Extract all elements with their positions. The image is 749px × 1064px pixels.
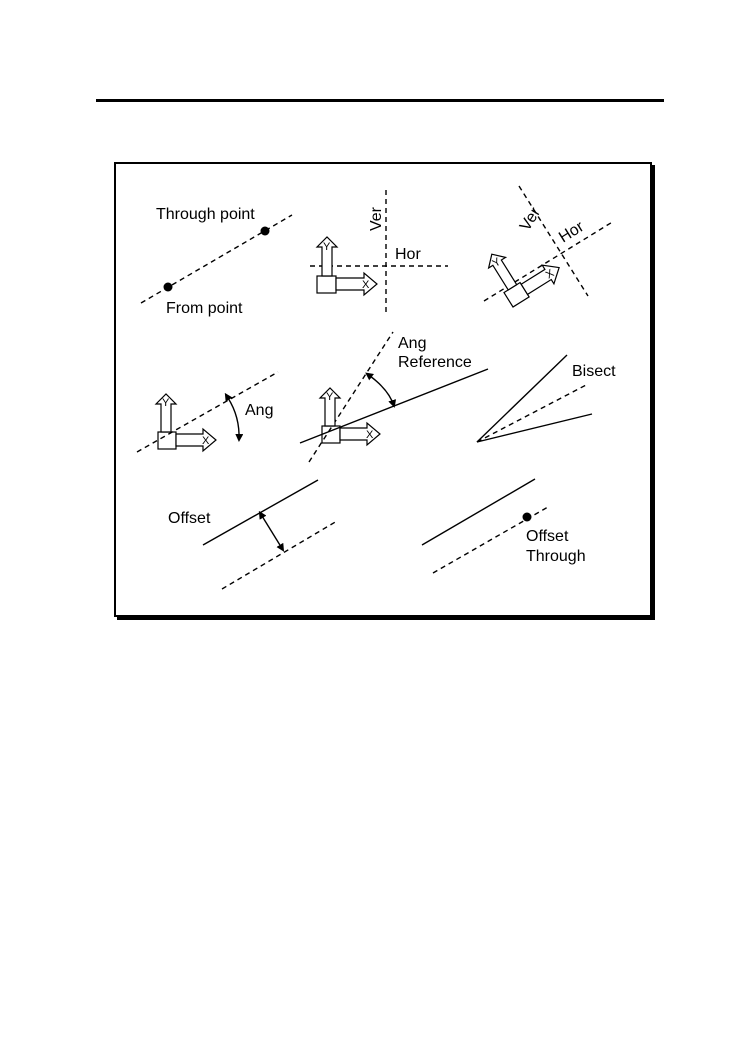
x-axis-label: X	[362, 279, 370, 291]
x-axis-arrow	[175, 427, 217, 453]
bisect-line-lower	[476, 413, 593, 443]
through-point-marker	[260, 226, 270, 236]
x-axis-label: X	[366, 429, 374, 441]
y-axis-arrow	[154, 393, 178, 433]
bisect-panel: Bisect	[476, 354, 616, 443]
y-axis-arrow	[315, 236, 339, 277]
header-rule	[96, 99, 664, 102]
rotated-ver-label: Ver	[517, 204, 544, 234]
angled-construction-line	[308, 331, 394, 463]
rotated-hor-label: Hor	[556, 218, 587, 246]
ver-label: Ver	[368, 206, 385, 231]
angle-arc	[365, 372, 397, 408]
angle-arc	[224, 392, 244, 442]
offset-construction-line	[221, 520, 338, 590]
bisector-construction-line	[476, 383, 589, 443]
offset-through-panel: Offset Through	[421, 478, 586, 574]
y-axis-label: Y	[162, 397, 170, 409]
rotated-horizontal-line	[483, 220, 615, 302]
offset-panel: Offset	[168, 479, 338, 590]
construction-line-dashed	[140, 214, 293, 304]
ang-reference-label-line2: Reference	[398, 354, 472, 371]
offset-distance-arrow	[258, 510, 285, 552]
offset-through-label-line2: Through	[526, 548, 586, 565]
bisect-line-upper	[476, 354, 568, 443]
ang-panel: Ang Y X	[136, 371, 279, 453]
through-point-label: Through point	[156, 206, 255, 223]
y-axis-label: Y	[323, 241, 331, 253]
through-point-marker	[522, 512, 532, 522]
through-point-panel: Through point From point	[140, 206, 293, 317]
angled-construction-line	[136, 371, 279, 453]
x-axis-arrow	[335, 271, 378, 297]
from-point-marker	[163, 282, 173, 292]
ang-label: Ang	[245, 402, 273, 419]
reference-line	[421, 478, 536, 546]
hor-label: Hor	[395, 246, 421, 263]
ang-reference-label-line1: Ang	[398, 335, 426, 352]
reference-line	[202, 479, 319, 546]
rotated-vertical-line	[518, 185, 589, 297]
xy-axes-icon: Y X	[315, 236, 378, 297]
xy-axes-icon: Y X	[318, 387, 381, 447]
ver-hor-panel: Ver Hor Y X	[310, 190, 448, 313]
x-axis-arrow	[339, 421, 381, 447]
y-axis-label: Y	[326, 391, 334, 403]
from-point-label: From point	[166, 300, 243, 317]
rotated-xy-axes-icon: Y X	[487, 253, 560, 308]
ang-reference-panel: Ang Reference Y X	[299, 331, 489, 463]
x-axis-label: X	[202, 435, 210, 447]
offset-through-label-line1: Offset	[526, 528, 569, 545]
y-axis-arrow	[318, 387, 342, 427]
offset-label: Offset	[168, 510, 211, 527]
xy-axes-icon: Y X	[154, 393, 217, 453]
rotated-ver-hor-panel: Ver Hor Y X	[483, 185, 615, 308]
bisect-label: Bisect	[572, 363, 616, 380]
